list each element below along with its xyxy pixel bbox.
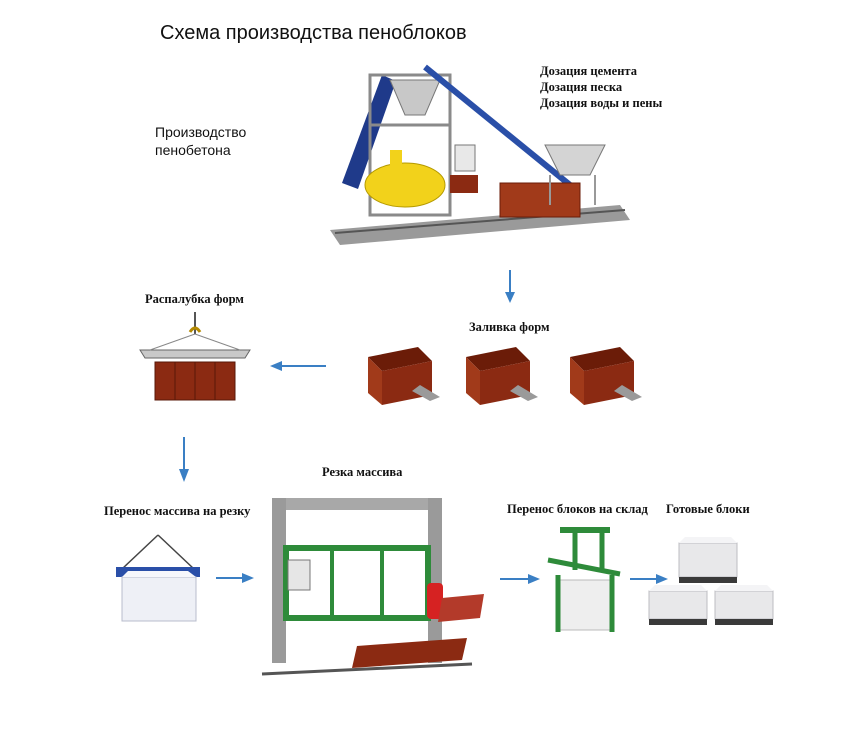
production-label: Производство пенобетона (155, 123, 246, 159)
dosing-cement: Дозация цемента (540, 64, 637, 78)
dosing-water-foam: Дозация воды и пены (540, 96, 663, 110)
foam-concrete-plant-image (330, 64, 630, 245)
step-finished-label: Готовые блоки (666, 502, 750, 516)
step-cutting-label: Резка массива (322, 465, 403, 479)
finished-blocks-image (648, 537, 774, 625)
step-filling-label: Заливка форм (469, 320, 550, 334)
production-label-line2: пенобетона (155, 142, 231, 158)
arrow-right-to-cutting (216, 573, 254, 583)
step-demolding-label: Распалубка форм (145, 292, 244, 306)
mold-3-image (570, 347, 642, 405)
arrow-down-to-transfer (179, 437, 189, 482)
mold-1-image (368, 347, 440, 405)
production-label-line1: Производство (155, 124, 247, 140)
massif-transfer-image (116, 534, 200, 622)
arrow-right-to-warehouse (500, 574, 540, 584)
dosing-list: Дозация цемента Дозация песка Дозация во… (540, 63, 662, 111)
step-transfer-warehouse-label: Перенос блоков на склад (507, 502, 648, 516)
dosing-sand: Дозация песка (540, 80, 623, 94)
diagram-title: Схема производства пеноблоков (160, 22, 467, 44)
arrow-left-to-demolding (270, 361, 326, 371)
block-gripper-image (547, 527, 621, 632)
arrow-down-to-filling (505, 270, 515, 303)
demolding-image (139, 312, 251, 401)
step-transfer-cutting-label: Перенос массива на резку (104, 504, 251, 518)
cutting-machine-image (261, 498, 484, 676)
arrow-right-to-finished (630, 574, 668, 584)
mold-2-image (466, 347, 538, 405)
